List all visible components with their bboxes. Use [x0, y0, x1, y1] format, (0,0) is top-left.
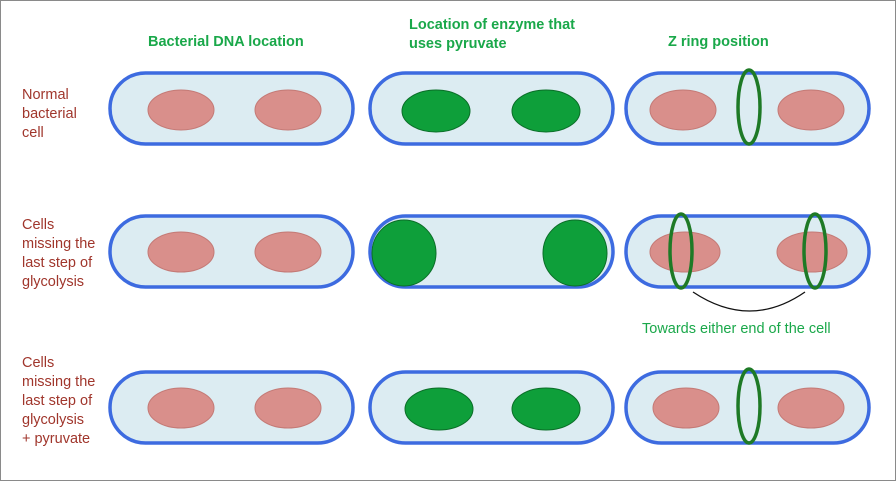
dna-nucleoid: [147, 387, 215, 429]
dna-nucleoid: [777, 387, 845, 429]
z-ring: [802, 212, 828, 290]
dna-nucleoid: [777, 89, 845, 131]
dna-nucleoid: [652, 387, 720, 429]
header-dna-location: Bacterial DNA location: [148, 34, 304, 50]
enzyme-cluster: [542, 219, 608, 287]
row-missing-step-pyruvate: [108, 367, 871, 445]
row-label-missing-step-pyruvate: Cells missing the last step of glycolysi…: [22, 355, 96, 447]
dna-nucleoid: [147, 89, 215, 131]
z-ring: [736, 367, 762, 445]
annotation-either-end: Towards either end of the cell: [642, 321, 831, 337]
dna-nucleoid: [649, 231, 721, 273]
enzyme-cluster: [511, 387, 581, 431]
dna-nucleoid: [254, 89, 322, 131]
header-enzyme-location: Location of enzyme that uses pyruvate: [409, 17, 575, 52]
row-label-normal-cell: Normal bacterial cell: [22, 87, 77, 141]
row-label-missing-step: Cells missing the last step of glycolysi…: [22, 217, 96, 290]
dna-nucleoid: [254, 231, 322, 273]
enzyme-cluster: [404, 387, 474, 431]
bracket-arc: [692, 291, 806, 312]
dna-nucleoid: [254, 387, 322, 429]
header-z-ring-position: Z ring position: [668, 34, 769, 50]
enzyme-cluster: [401, 89, 471, 133]
row-missing-step: [108, 212, 871, 312]
z-ring: [736, 68, 762, 146]
dna-nucleoid: [147, 231, 215, 273]
row-normal-cell: [108, 68, 871, 146]
enzyme-cluster: [511, 89, 581, 133]
dna-nucleoid: [776, 231, 848, 273]
dna-nucleoid: [649, 89, 717, 131]
enzyme-cluster: [371, 219, 437, 287]
z-ring: [668, 212, 694, 290]
